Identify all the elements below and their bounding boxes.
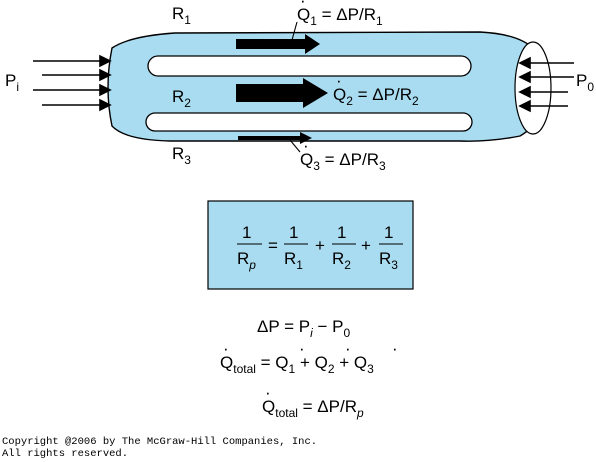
svg-text:1: 1 [384, 223, 393, 242]
svg-text:1: 1 [242, 223, 251, 242]
flow-eq-q1: · Q1 = ΔP/R1 [297, 0, 383, 28]
eq-delta-p: ΔP = Pi − P0 [257, 317, 351, 340]
pointer-q1 [291, 21, 298, 41]
vessel-opening [514, 41, 552, 135]
svg-text:·: · [392, 339, 398, 358]
label-r1: R1 [172, 4, 191, 27]
outlet-arrows [518, 56, 574, 113]
svg-text:+: + [315, 236, 325, 255]
svg-text:R2: R2 [332, 249, 351, 272]
svg-text:R1: R1 [284, 249, 303, 272]
svg-text:=: = [268, 236, 278, 255]
flow-arrow-1 [236, 34, 320, 54]
label-r3: R3 [172, 144, 191, 167]
svg-text:·: · [303, 136, 309, 155]
svg-text:Qtotal = ΔP/Rp: Qtotal = ΔP/Rp [262, 397, 364, 420]
label-r2: R2 [172, 87, 191, 110]
svg-text:R3: R3 [379, 249, 398, 272]
label-pi: Pi [5, 71, 19, 94]
copyright-line-1: Copyright @2006 by The McGraw-Hill Compa… [2, 436, 318, 448]
svg-text:·: · [300, 0, 306, 10]
channel-wall-upper [147, 55, 472, 77]
eq-qtotal-dp: · Qtotal = ΔP/Rp [262, 383, 364, 420]
eq-qtotal-sum: · · · · Qtotal = Q1 + Q2 + Q3 [220, 339, 398, 376]
flow-eq-q3: · Q3 = ΔP/R3 [300, 136, 386, 173]
inflow-arrows [33, 54, 112, 112]
svg-text:Q1 = ΔP/R1: Q1 = ΔP/R1 [297, 5, 383, 28]
channel-wall-lower [145, 112, 473, 132]
svg-text:Rp: Rp [237, 249, 256, 272]
svg-text:·: · [345, 339, 351, 358]
flow-eq-q2: · Q2 = ΔP/R2 [333, 71, 419, 108]
svg-text:1: 1 [289, 223, 298, 242]
svg-text:·: · [265, 383, 271, 402]
copyright-line-2: All rights reserved. [2, 448, 129, 460]
label-p0: P0 [576, 71, 594, 94]
svg-text:Qtotal = Q1 + Q2 + Q3: Qtotal = Q1 + Q2 + Q3 [220, 353, 374, 376]
parallel-resistance-formula: 1 Rp = 1 R1 + 1 R2 + 1 R3 [237, 223, 403, 272]
svg-text:·: · [223, 339, 229, 358]
svg-text:Q2 = ΔP/R2: Q2 = ΔP/R2 [333, 85, 419, 108]
svg-text:+: + [361, 236, 371, 255]
formula-box [207, 200, 414, 290]
svg-text:·: · [299, 339, 305, 358]
svg-text:·: · [336, 71, 342, 90]
flow-arrow-2 [236, 78, 328, 108]
svg-text:1: 1 [337, 223, 346, 242]
copyright-notice: Copyright @2006 by The McGraw-Hill Compa… [2, 436, 317, 460]
pointer-q3 [289, 139, 301, 153]
flow-arrow-3 [238, 132, 312, 144]
svg-text:Q3 = ΔP/R3: Q3 = ΔP/R3 [300, 150, 386, 173]
